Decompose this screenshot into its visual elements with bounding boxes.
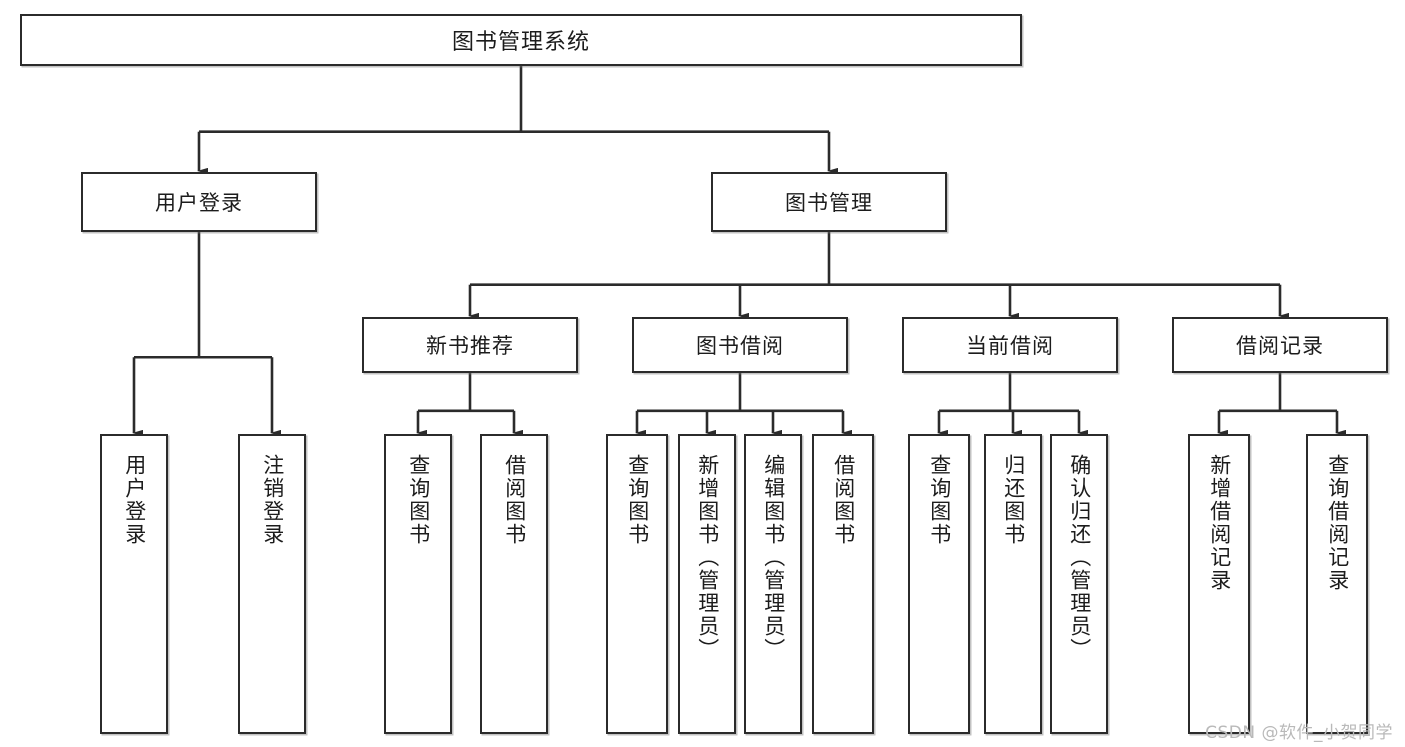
- node-label: 注销登录: [260, 454, 285, 546]
- node-leaf-edit-book-admin[interactable]: 编辑图书（管理员）: [744, 434, 802, 734]
- node-leaf-logout-login[interactable]: 注销登录: [238, 434, 306, 734]
- node-label: 用户登录: [122, 454, 147, 546]
- node-leaf-borrow-book-recommend[interactable]: 借阅图书: [480, 434, 548, 734]
- node-label: 确认归还（管理员）: [1067, 454, 1092, 661]
- node-label: 查询借阅记录: [1325, 454, 1350, 592]
- node-new-book-recommend[interactable]: 新书推荐: [362, 317, 578, 373]
- node-label: 查询图书: [625, 454, 650, 546]
- node-label: 归还图书: [1001, 454, 1026, 546]
- node-leaf-query-book-recommend[interactable]: 查询图书: [384, 434, 452, 734]
- node-leaf-query-borrow-record[interactable]: 查询借阅记录: [1306, 434, 1368, 734]
- node-user-login[interactable]: 用户登录: [81, 172, 317, 232]
- node-book-borrow[interactable]: 图书借阅: [632, 317, 848, 373]
- node-leaf-add-borrow-record[interactable]: 新增借阅记录: [1188, 434, 1250, 734]
- node-label: 编辑图书（管理员）: [761, 454, 786, 661]
- node-borrow-record[interactable]: 借阅记录: [1172, 317, 1388, 373]
- node-label: 新增图书（管理员）: [695, 454, 720, 661]
- node-leaf-return-book[interactable]: 归还图书: [984, 434, 1042, 734]
- node-label: 借阅图书: [831, 454, 856, 546]
- node-leaf-add-book-admin[interactable]: 新增图书（管理员）: [678, 434, 736, 734]
- node-root-book-management-system[interactable]: 图书管理系统: [20, 14, 1022, 66]
- node-label: 借阅图书: [502, 454, 527, 546]
- node-label: 查询图书: [406, 454, 431, 546]
- node-label: 新增借阅记录: [1207, 454, 1232, 592]
- node-leaf-user-login[interactable]: 用户登录: [100, 434, 168, 734]
- node-current-borrow[interactable]: 当前借阅: [902, 317, 1118, 373]
- node-leaf-query-book-current[interactable]: 查询图书: [908, 434, 970, 734]
- node-leaf-borrow-book-borrow[interactable]: 借阅图书: [812, 434, 874, 734]
- node-leaf-query-book-borrow[interactable]: 查询图书: [606, 434, 668, 734]
- node-label: 查询图书: [927, 454, 952, 546]
- node-book-management[interactable]: 图书管理: [711, 172, 947, 232]
- node-leaf-confirm-return-admin[interactable]: 确认归还（管理员）: [1050, 434, 1108, 734]
